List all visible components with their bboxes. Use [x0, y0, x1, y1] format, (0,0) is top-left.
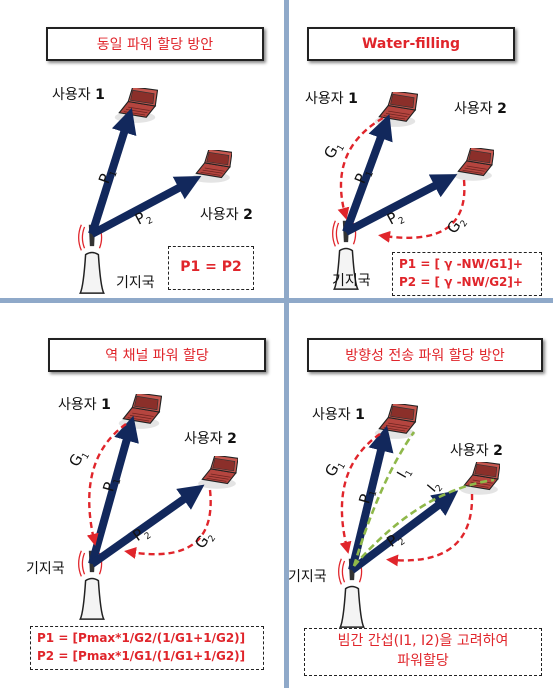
g2-gain-arrow: [386, 493, 474, 567]
base-station-icon: [77, 224, 105, 294]
g2-gain-arrow: [124, 489, 212, 559]
vertical-divider: [284, 0, 289, 688]
user1-label: 사용자 1: [52, 87, 105, 103]
user1-label: 사용자 1: [312, 407, 365, 423]
p1-beam-arrow: [348, 425, 394, 571]
user2-label: 사용자 2: [200, 207, 253, 223]
g1-gain-arrow: [339, 433, 381, 554]
note-line-2: 파워할당: [397, 653, 449, 669]
p2-beam-arrow: [349, 490, 459, 574]
base-station-label: 기지국: [26, 561, 65, 577]
user2-label: 사용자 2: [450, 443, 503, 459]
panel-water-filling: [331, 92, 494, 290]
user1-laptop-icon: [374, 404, 418, 440]
note-line-1: 빔간 간섭(I1, I2)을 고려하여: [337, 633, 509, 649]
panel4-title: 방향성 전송 파워 할당 방안: [307, 338, 543, 372]
base-station-label: 기지국: [332, 273, 371, 289]
i1-interference-beam: [352, 431, 416, 567]
user1-laptop-icon: [374, 92, 418, 128]
formula-line-1: P1 = [Pmax*1/G2/(1/G1+1/G2)]: [37, 631, 246, 645]
p2-beam-arrow: [90, 176, 202, 238]
horizontal-divider: [0, 298, 553, 303]
p1-beam-arrow: [342, 113, 393, 234]
user2-laptop-icon: [191, 150, 232, 184]
user2-laptop-icon: [453, 148, 494, 182]
p2-beam-arrow: [89, 484, 205, 568]
g1-gain-arrow: [86, 423, 127, 546]
panel2-title: Water-filling: [307, 27, 515, 61]
note-box: 빔간 간섭(I1, I2)을 고려하여 파워할당: [304, 628, 542, 676]
formula-line-2: P2 = [Pmax*1/G1/(1/G1+1/G2)]: [37, 649, 246, 663]
formula-box: P1 = [Pmax*1/G2/(1/G1+1/G2)] P2 = [Pmax*…: [30, 626, 264, 670]
g2-gain-arrow: [378, 179, 466, 243]
panel3-title: 역 채널 파워 할당: [48, 338, 266, 372]
user2-laptop-icon: [459, 462, 500, 496]
i2-interference-beam: [353, 478, 495, 567]
panel1-title: 동일 파워 할당 방안: [46, 27, 264, 61]
user1-label: 사용자 1: [305, 91, 358, 107]
formula-line-2: P2 = [ γ -NW/G2]+: [399, 275, 523, 289]
base-station-label: 기지국: [116, 275, 155, 291]
user1-laptop-icon: [114, 88, 158, 124]
p1-beam-arrow: [88, 107, 137, 236]
user2-label: 사용자 2: [454, 101, 507, 117]
formula-box: P1 = [ γ -NW/G1]+ P2 = [ γ -NW/G2]+: [392, 252, 542, 296]
panel-equal-power: [77, 88, 232, 294]
p2-beam-arrow: [344, 174, 458, 236]
panel-inverse-channel: [77, 394, 238, 620]
g1-gain-arrow: [337, 116, 384, 220]
formula-line-1: P1 = [ γ -NW/G1]+: [399, 257, 523, 271]
formula-box: P1 = P2: [168, 246, 254, 290]
user2-label: 사용자 2: [184, 431, 237, 447]
user2-laptop-icon: [197, 456, 238, 490]
user1-label: 사용자 1: [58, 397, 111, 413]
panel-directional: [337, 404, 500, 628]
base-station-label: 기지국: [288, 569, 327, 585]
